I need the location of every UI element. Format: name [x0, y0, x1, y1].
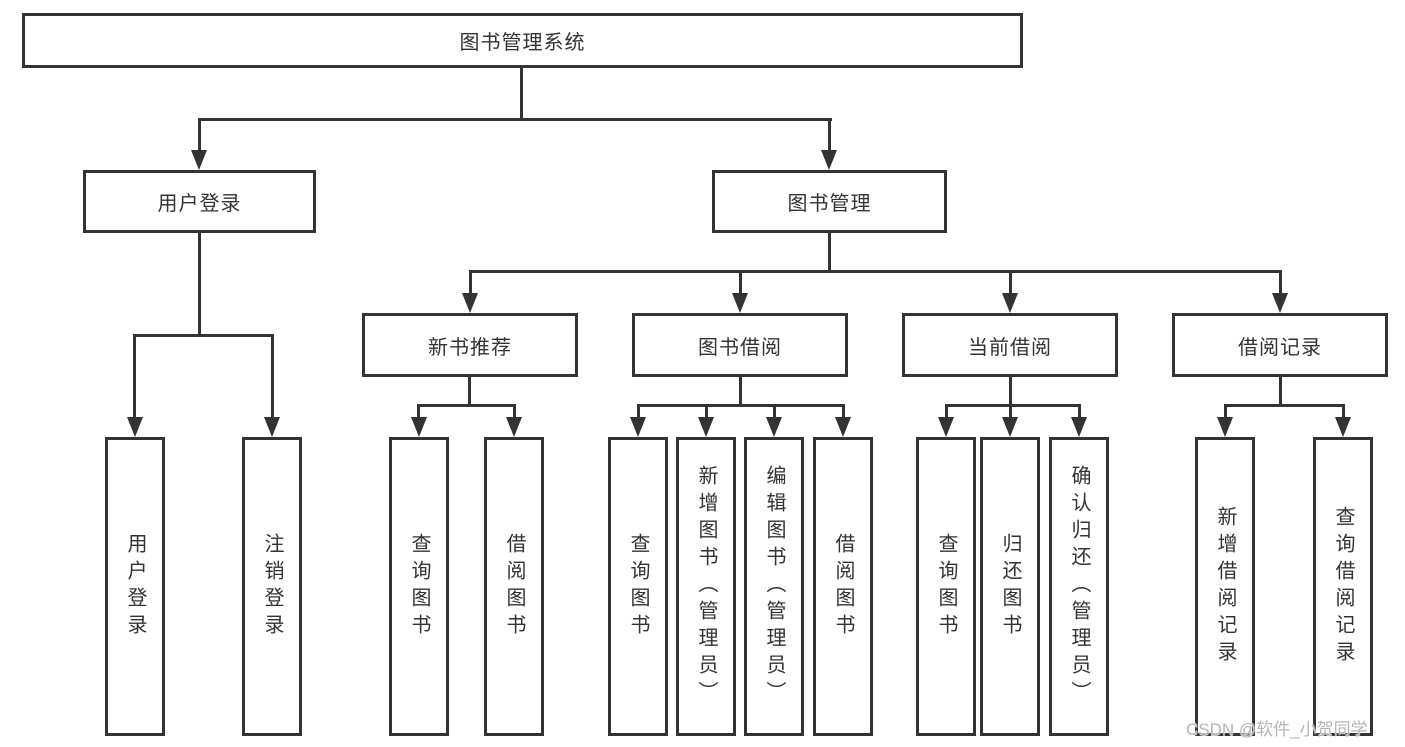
node-book-management-label: 图书管理 [787, 193, 872, 215]
connector-line [828, 233, 831, 272]
connector-line [198, 118, 201, 155]
leaf-query-borrow-record-label: 查询借阅记录 [1332, 505, 1354, 668]
arrowhead-icon [264, 417, 280, 437]
connector-line [520, 68, 523, 120]
connector-line [468, 377, 471, 406]
leaf-add-book-admin-label: 新增图书（管理员） [695, 465, 717, 708]
leaf-add-borrow-record-label: 新增借阅记录 [1214, 505, 1236, 668]
arrowhead-icon [1335, 417, 1351, 437]
connector-line [945, 404, 1081, 407]
arrowhead-icon [462, 293, 478, 313]
leaf-query-books-recommend: 查询图书 [389, 437, 449, 736]
connector-line [1009, 377, 1012, 406]
connector-line [1009, 270, 1012, 298]
leaf-query-books-borrowing-label: 查询图书 [627, 532, 649, 641]
arrowhead-icon [938, 417, 954, 437]
connector-line [637, 404, 640, 422]
leaf-add-book-admin: 新增图书（管理员） [676, 437, 736, 736]
connector-line [133, 334, 136, 422]
arrowhead-icon [411, 417, 427, 437]
node-user-login-label: 用户登录 [157, 193, 242, 215]
leaf-borrow-books-recommend: 借阅图书 [484, 437, 544, 736]
connector-line [828, 118, 831, 155]
leaf-logout-label: 注销登录 [261, 532, 283, 641]
leaf-edit-book-admin-label: 编辑图书（管理员） [763, 465, 785, 708]
csdn-watermark: CSDN @软件_小贺同学 [1186, 720, 1368, 739]
node-new-book-recommend: 新书推荐 [362, 313, 578, 377]
connector-line [469, 270, 472, 298]
node-user-login: 用户登录 [83, 170, 316, 233]
connector-line [1224, 404, 1345, 407]
leaf-query-books-recommend-label: 查询图书 [408, 532, 430, 641]
arrowhead-icon [821, 150, 837, 170]
arrowhead-icon [1002, 293, 1018, 313]
connector-line [271, 334, 274, 422]
connector-line [198, 118, 832, 121]
arrowhead-icon [506, 417, 522, 437]
node-current-borrowing-label: 当前借阅 [968, 336, 1052, 359]
leaf-query-books-current: 查询图书 [916, 437, 976, 736]
arrowhead-icon [698, 417, 714, 437]
connector-line [513, 404, 516, 422]
leaf-borrow-books-borrowing-label: 借阅图书 [832, 532, 854, 641]
node-current-borrowing: 当前借阅 [902, 313, 1118, 377]
connector-line [469, 270, 1282, 273]
arrowhead-icon [1272, 293, 1288, 313]
connector-line [1279, 270, 1282, 298]
arrowhead-icon [1002, 417, 1018, 437]
connector-line [1342, 404, 1345, 422]
connector-line [1224, 404, 1227, 422]
arrowhead-icon [835, 417, 851, 437]
leaf-query-books-current-label: 查询图书 [935, 532, 957, 641]
leaf-user-login: 用户登录 [105, 437, 165, 736]
arrowhead-icon [732, 293, 748, 313]
node-borrowing-records-label: 借阅记录 [1238, 336, 1322, 359]
connector-line [842, 404, 845, 422]
leaf-borrow-books-recommend-label: 借阅图书 [503, 532, 525, 641]
leaf-user-login-label: 用户登录 [124, 532, 146, 641]
node-book-management: 图书管理 [712, 170, 947, 233]
connector-line [773, 404, 776, 422]
leaf-return-books-label: 归还图书 [999, 532, 1021, 641]
leaf-logout: 注销登录 [242, 437, 302, 736]
connector-line [1009, 404, 1012, 422]
node-borrowing-records: 借阅记录 [1172, 313, 1388, 377]
connector-line [945, 404, 948, 422]
connector-line [705, 404, 708, 422]
arrowhead-icon [630, 417, 646, 437]
leaf-edit-book-admin: 编辑图书（管理员） [744, 437, 804, 736]
node-book-borrowing: 图书借阅 [632, 313, 848, 377]
connector-line [1078, 404, 1081, 422]
connector-line [739, 377, 742, 406]
leaf-query-books-borrowing: 查询图书 [608, 437, 668, 736]
leaf-confirm-return-admin-label: 确认归还（管理员） [1068, 465, 1090, 708]
connector-line [1279, 377, 1282, 406]
connector-line [198, 233, 201, 336]
leaf-add-borrow-record: 新增借阅记录 [1195, 437, 1255, 736]
leaf-return-books: 归还图书 [980, 437, 1040, 736]
connector-line [417, 404, 420, 422]
node-root-label: 图书管理系统 [459, 32, 586, 54]
connector-line [637, 404, 845, 407]
node-new-book-recommend-label: 新书推荐 [428, 336, 512, 359]
arrowhead-icon [127, 417, 143, 437]
arrowhead-icon [1071, 417, 1087, 437]
node-root: 图书管理系统 [22, 13, 1023, 68]
arrowhead-icon [191, 150, 207, 170]
node-book-borrowing-label: 图书借阅 [698, 336, 782, 359]
connector-line [133, 334, 274, 337]
arrowhead-icon [1217, 417, 1233, 437]
leaf-confirm-return-admin: 确认归还（管理员） [1049, 437, 1109, 736]
leaf-query-borrow-record: 查询借阅记录 [1313, 437, 1373, 736]
connector-line [739, 270, 742, 298]
arrowhead-icon [766, 417, 782, 437]
connector-line [417, 404, 516, 407]
leaf-borrow-books-borrowing: 借阅图书 [813, 437, 873, 736]
